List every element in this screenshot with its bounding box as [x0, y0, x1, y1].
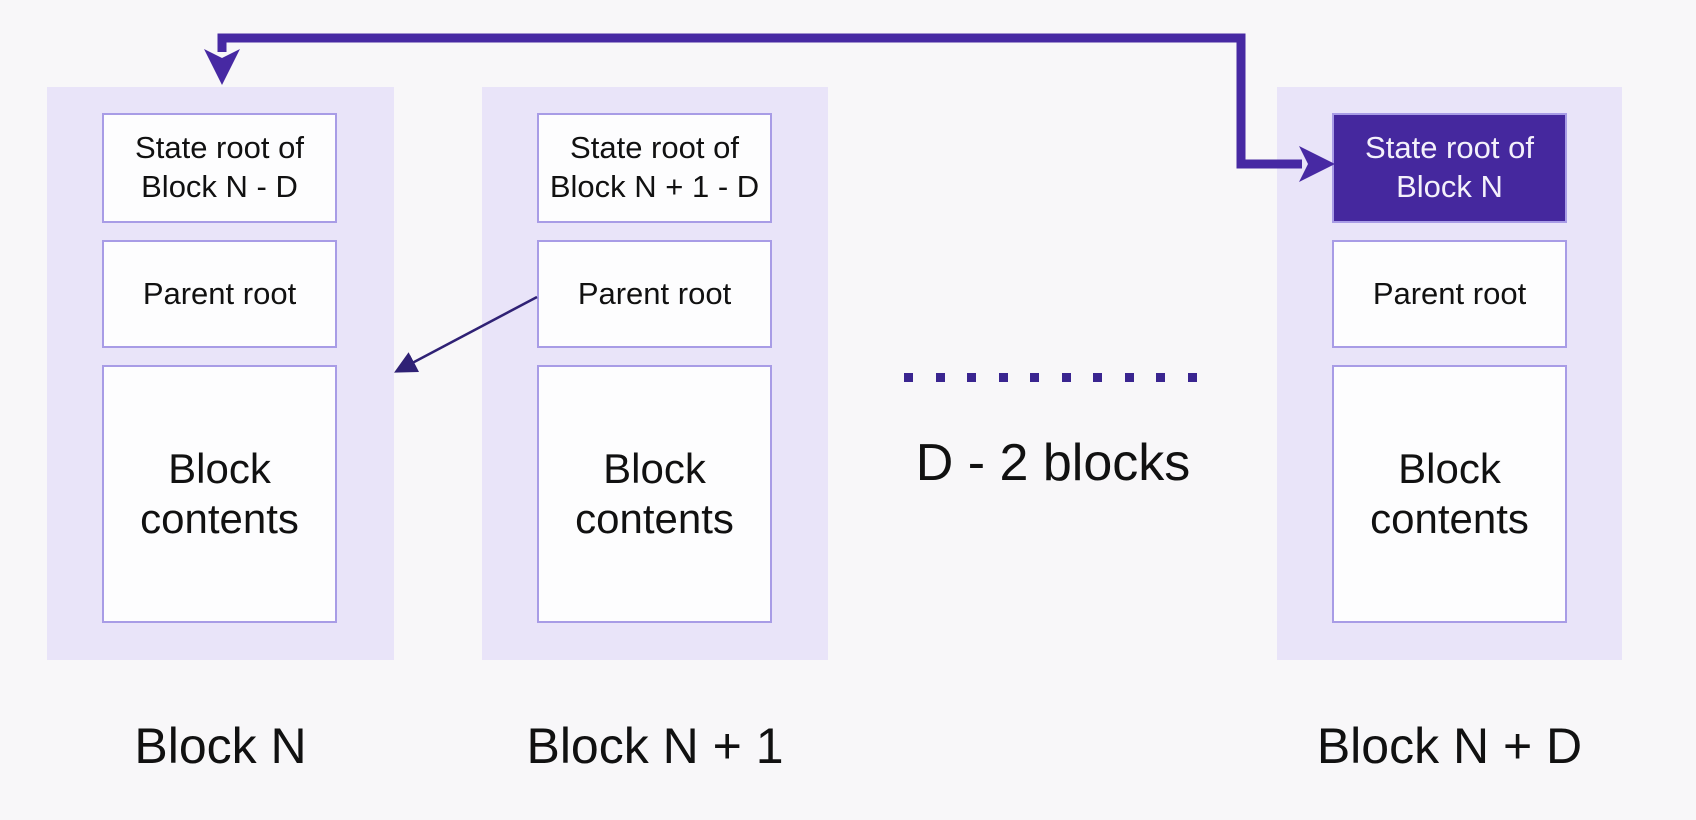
- block-n-container: State root of Block N - D Parent root Bl…: [47, 87, 394, 660]
- ellipsis-dot: [1061, 373, 1071, 382]
- ellipsis-dot: [1187, 373, 1197, 382]
- block-n-label: Block N: [134, 718, 307, 774]
- block-n-plus-1-container: State root of Block N + 1 - D Parent roo…: [482, 87, 828, 660]
- contents-text-line1: Block: [1398, 445, 1501, 493]
- state-root-text-line2: Block N: [1396, 169, 1503, 204]
- parent-root-text: Parent root: [577, 275, 732, 311]
- contents-text-line2: contents: [1370, 495, 1529, 542]
- block-n-plus-d-label: Block N + D: [1316, 718, 1583, 774]
- ellipsis-dot: [1093, 373, 1102, 382]
- block-n-plus-d-contents-box: Block contents: [1332, 365, 1567, 623]
- ellipsis-dot: [904, 373, 913, 382]
- ellipsis-dot: [1124, 373, 1134, 382]
- block-n-plus-1-state-root-box: State root of Block N + 1 - D: [537, 113, 772, 223]
- ellipsis-dots: [904, 373, 1197, 382]
- block-n-plus-1-parent-root-box: Parent root: [537, 240, 772, 348]
- state-root-text-line1: State root of: [570, 130, 739, 166]
- block-n-plus-d-state-root-box-highlighted: State root of Block N: [1332, 113, 1567, 223]
- ellipsis-dot: [1156, 373, 1165, 382]
- block-n-plus-1-contents-box: Block contents: [537, 365, 772, 623]
- ellipsis-dot: [998, 373, 1008, 382]
- block-n-state-root-box: State root of Block N - D: [102, 113, 337, 223]
- state-root-text-line1: State root of: [135, 130, 304, 166]
- block-n-plus-1-label: Block N + 1: [526, 718, 784, 774]
- contents-text-line1: Block: [168, 445, 271, 493]
- gap-blocks-label: D - 2 blocks: [915, 434, 1191, 492]
- parent-root-text: Parent root: [142, 275, 297, 311]
- block-n-contents-box: Block contents: [102, 365, 337, 623]
- state-root-text-line2: Block N + 1 - D: [549, 169, 760, 204]
- contents-text-line1: Block: [603, 445, 706, 493]
- contents-text-line2: contents: [140, 495, 299, 542]
- parent-root-text: Parent root: [1372, 275, 1527, 311]
- ellipsis-dot: [1030, 373, 1039, 382]
- block-n-plus-d-container: State root of Block N Parent root Block …: [1277, 87, 1622, 660]
- block-n-plus-d-parent-root-box: Parent root: [1332, 240, 1567, 348]
- state-root-text-line1: State root of: [1365, 130, 1534, 166]
- ellipsis-dot: [935, 373, 945, 382]
- ellipsis-dot: [967, 373, 976, 382]
- state-root-text-line2: Block N - D: [141, 169, 298, 204]
- contents-text-line2: contents: [575, 495, 734, 542]
- block-n-parent-root-box: Parent root: [102, 240, 337, 348]
